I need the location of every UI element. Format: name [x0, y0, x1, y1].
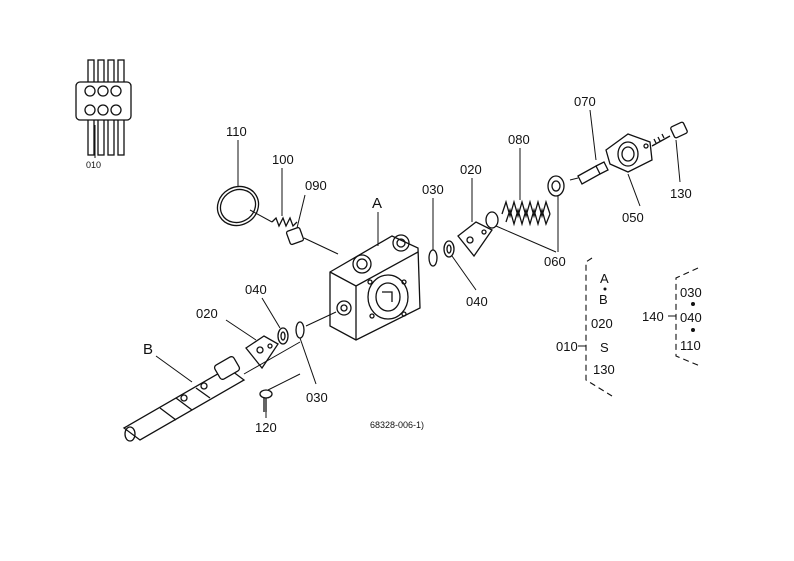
legend1-item-to: 130 — [593, 362, 615, 377]
collar-060-left — [485, 211, 499, 229]
legend2-parent-140: 140 — [642, 309, 664, 324]
adjuster-070 — [569, 161, 609, 185]
cap-050 — [605, 133, 653, 173]
label-080: 080 — [508, 132, 530, 147]
legend-assembly-010 — [578, 257, 613, 397]
label-060: 060 — [544, 254, 566, 269]
label-070: 070 — [574, 94, 596, 109]
spacer-060-right — [547, 175, 565, 197]
legend2-item-040: 040 — [680, 310, 702, 325]
label-090: 090 — [305, 178, 327, 193]
legend1-parent-010: 010 — [556, 339, 578, 354]
o-ring-110 — [216, 185, 260, 227]
label-030-bottom: 030 — [306, 390, 328, 405]
label-130: 130 — [670, 186, 692, 201]
legend-kit-140 — [668, 267, 701, 367]
cover-plate-020-left — [245, 335, 279, 370]
label-010-thumbnail: 010 — [86, 160, 101, 170]
snap-ring-030-top — [428, 249, 438, 267]
spring-100 — [271, 216, 298, 228]
legend1-item-B: B — [599, 292, 608, 307]
label-A: A — [372, 195, 382, 212]
plunger-090 — [285, 226, 339, 255]
snap-ring-030-bottom — [295, 321, 305, 339]
valve-overview-thumbnail — [75, 59, 132, 158]
label-040-left: 040 — [245, 282, 267, 297]
label-020-left: 020 — [196, 306, 218, 321]
legend1-item-from: 020 — [591, 316, 613, 331]
label-040-right: 040 — [466, 294, 488, 309]
label-030-top: 030 — [422, 182, 444, 197]
legend2-item-110: 110 — [680, 338, 701, 353]
washer-040-left — [277, 327, 289, 345]
cover-plate-020-top — [457, 221, 493, 258]
legend2-item-030: 030 — [680, 285, 702, 300]
legend1-item-A: A — [600, 271, 609, 286]
spring-080 — [501, 199, 551, 227]
label-B: B — [143, 341, 153, 358]
screw-120 — [259, 389, 273, 412]
legend1-range-symbol: S — [600, 340, 609, 355]
valve-body-A — [329, 234, 421, 341]
drawing-number: 68328-006-1) — [370, 420, 424, 430]
label-050: 050 — [622, 210, 644, 225]
label-120: 120 — [255, 420, 277, 435]
washer-040-right — [443, 240, 455, 258]
label-020-top: 020 — [460, 162, 482, 177]
label-100: 100 — [272, 152, 294, 167]
bolt-130 — [651, 121, 688, 147]
label-110: 110 — [226, 124, 247, 139]
spool-B — [122, 356, 246, 442]
